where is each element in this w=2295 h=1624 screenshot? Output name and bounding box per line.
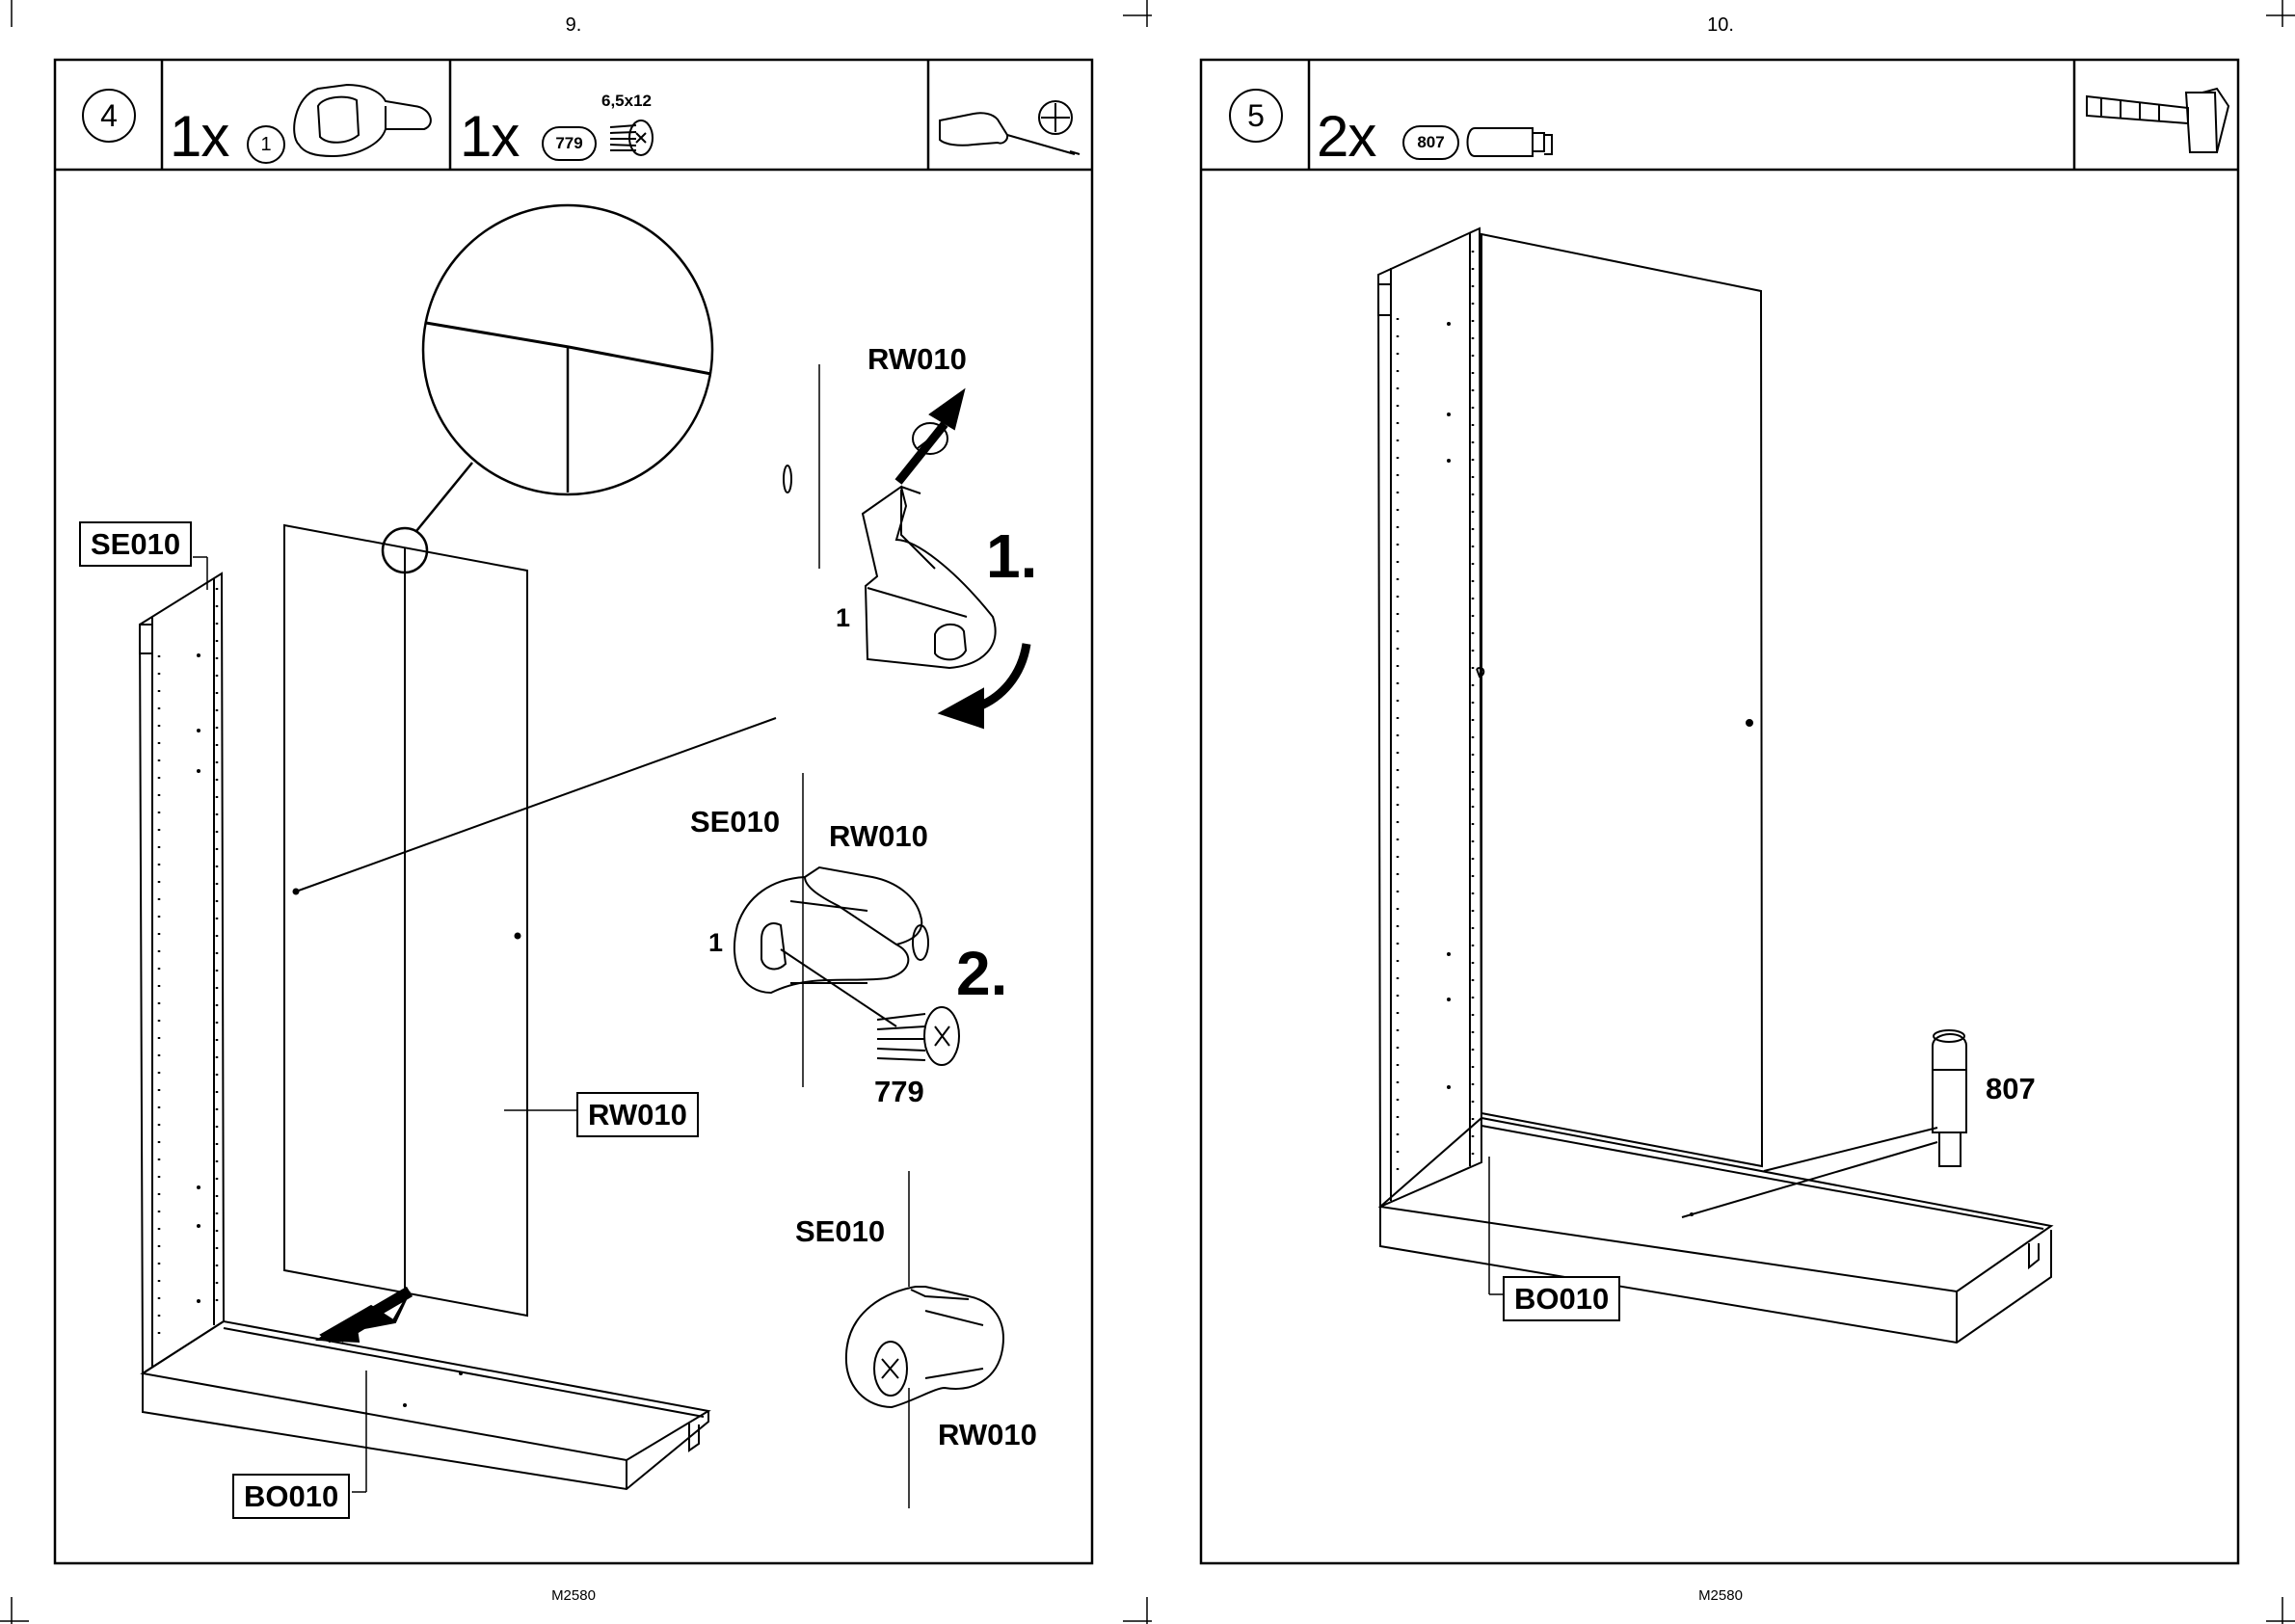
part-id-badge: 807	[1402, 125, 1459, 160]
part-quantity: 2x	[1317, 108, 1375, 166]
back-panel-label: RW010	[576, 1092, 699, 1137]
right-page-frame	[1201, 60, 2238, 1563]
phillips-screwdriver-icon	[940, 101, 1080, 154]
step-one-marker: 1.	[986, 525, 1037, 587]
part-quantity: 1x	[460, 108, 519, 166]
detail-side-panel-label: SE010	[690, 807, 780, 837]
page-number-right: 10.	[1682, 14, 1759, 37]
step-number: 4	[82, 89, 136, 143]
right-carcass-drawing	[1378, 228, 2051, 1343]
part-id-badge: 779	[542, 126, 597, 161]
dowel-icon	[1468, 128, 1553, 156]
down-arrow	[318, 1291, 410, 1342]
detail-side-panel-label: SE010	[795, 1216, 885, 1246]
step-number: 5	[1229, 89, 1283, 143]
detail-back-panel-label: RW010	[829, 821, 928, 851]
back-panel-drawing	[284, 525, 776, 1316]
detail-screw-label: 779	[874, 1077, 924, 1106]
step-two-marker: 2.	[956, 943, 1007, 1004]
detail-back-panel-label: RW010	[938, 1420, 1037, 1450]
detail-item-number: 1	[836, 605, 850, 631]
detail-item-number: 1	[708, 930, 723, 956]
part-id-badge: 1	[247, 125, 285, 164]
bottom-panel-label: BO010	[1503, 1276, 1620, 1321]
left-page-frame	[55, 60, 1092, 1563]
side-panel-label: SE010	[79, 521, 192, 567]
dowel-label: 807	[1986, 1074, 2036, 1104]
left-carcass-drawing	[140, 557, 708, 1492]
part-quantity: 1x	[170, 108, 228, 166]
footer-code-left: M2580	[516, 1587, 631, 1604]
screw-icon	[610, 120, 653, 155]
cam-fitting-icon	[294, 85, 431, 156]
footer-code-right: M2580	[1663, 1587, 1778, 1604]
bottom-panel-label: BO010	[232, 1474, 350, 1519]
magnifier-detail	[383, 205, 712, 572]
screw-size-spec: 6,5x12	[601, 92, 652, 111]
detail-back-panel-label: RW010	[867, 344, 967, 374]
page-number-left: 9.	[535, 14, 612, 37]
hammer-icon	[2087, 89, 2228, 152]
